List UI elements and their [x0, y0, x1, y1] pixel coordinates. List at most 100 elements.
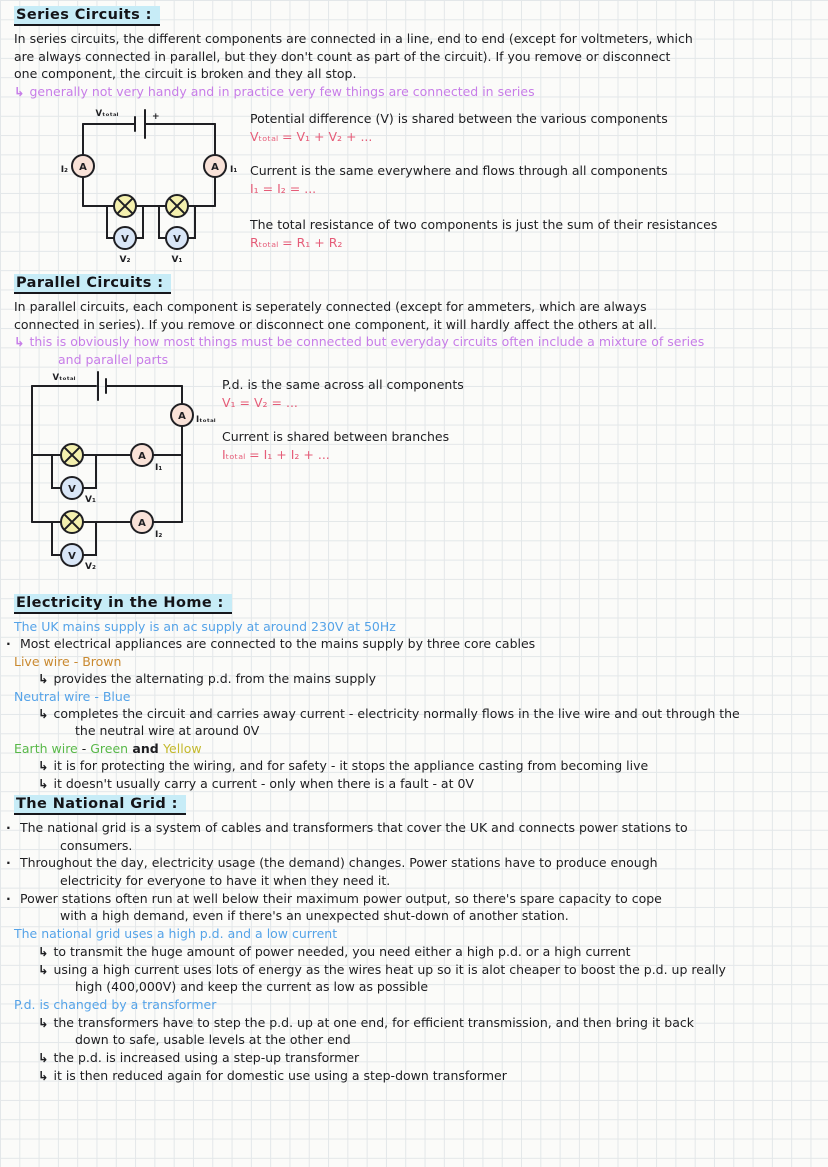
arrow-icon: ↳ — [38, 705, 49, 721]
grid-bullet-3-text: Power stations often run at well below t… — [20, 890, 662, 906]
voltmeter-symbol: V — [68, 484, 76, 495]
ammeter-total: A — [170, 403, 194, 427]
neutral-wire-label: Neutral wire - Blue — [14, 688, 131, 704]
fact-formula: Rₜₒₜₐₗ = R₁ + R₂ — [250, 235, 343, 250]
earth-wire-note-line-1: ↳it is for protecting the wiring, and fo… — [14, 757, 824, 774]
grid-blue-note-2: P.d. is changed by a transformer — [14, 996, 217, 1012]
arrow-icon: ↳ — [38, 758, 49, 774]
section-electricity-in-the-home: Electricity in the Home : The UK mains s… — [6, 592, 824, 792]
battery-label: Vₜₒₜₐₗ — [95, 109, 118, 119]
parallel-circuit-diagram: Vₜₒₜₐₗ A Iₜₒₜₐₗ A I₁ V V₁ A I₂ — [31, 371, 216, 572]
fact-formula: Iₜₒₜₐₗ = I₁ + I₂ + ... — [222, 447, 330, 462]
ammeter-right: A — [203, 154, 227, 178]
grid-blue-note-1: The national grid uses a high p.d. and a… — [14, 926, 338, 942]
lamp-icon — [60, 443, 84, 467]
fact-formula: V₁ = V₂ = ... — [222, 395, 298, 410]
bullet-icon: · — [6, 890, 11, 906]
ammeter-branch2: A — [130, 510, 154, 534]
series-heading-row: Series Circuits : — [14, 4, 824, 30]
ammeter-symbol: A — [211, 162, 219, 173]
grid-arrow-4-text: the p.d. is increased using a step-up tr… — [53, 1049, 360, 1065]
arrow-icon: ↳ — [14, 83, 25, 99]
fact-text: The total resistance of two components i… — [250, 217, 718, 232]
grid-bullet-2-text: Throughout the day, electricity usage (t… — [20, 855, 658, 871]
grid-arrow-3-line-1: ↳the transformers have to step the p.d. … — [14, 1014, 824, 1032]
earth-dash: - — [77, 740, 91, 756]
earth-wire-note-text-2: it doesn't usually carry a current - onl… — [53, 775, 474, 791]
fact-text: Current is the same everywhere and flows… — [250, 163, 668, 178]
voltmeter-symbol: V — [121, 234, 129, 245]
parallel-fact-current: Current is shared between branches Iₜₒₜₐ… — [222, 428, 449, 463]
grid-arrow-1-text: to transmit the huge amount of power nee… — [53, 943, 631, 959]
parallel-side-note-line-2: and parallel parts — [58, 351, 169, 367]
bullet-icon: · — [6, 855, 11, 871]
home-heading-row: Electricity in the Home : — [14, 592, 824, 618]
series-body-line-2: are always connected in parallel, but th… — [14, 48, 671, 64]
branch2-current-label: I₂ — [155, 530, 162, 540]
neutral-wire-note-line-2: the neutral wire at around 0V — [75, 723, 260, 739]
parallel-diagram-row: Vₜₒₜₐₗ A Iₜₒₜₐₗ A I₁ V V₁ A I₂ — [0, 370, 828, 584]
fact-formula: I₁ = I₂ = ... — [250, 181, 317, 196]
branch1-current-label: I₁ — [155, 463, 162, 473]
lamp-icon — [165, 194, 189, 218]
ammeter-symbol: A — [79, 162, 87, 173]
voltmeter-symbol: V — [68, 551, 76, 562]
arrow-icon: ↳ — [38, 961, 49, 977]
arrow-icon: ↳ — [38, 1067, 49, 1083]
section-parallel-circuits: Parallel Circuits : In parallel circuits… — [14, 272, 824, 368]
voltmeter-branch2: V — [60, 543, 84, 567]
series-fact-pd: Potential difference (V) is shared betwe… — [250, 110, 668, 145]
ammeter-symbol: A — [138, 518, 146, 529]
earth-color-green: Green — [90, 740, 129, 756]
fact-text: Potential difference (V) is shared betwe… — [250, 111, 668, 126]
grid-arrow-2-line-2: high (400,000V) and keep the current as … — [75, 979, 429, 995]
grid-arrow-5-text: it is then reduced again for domestic us… — [53, 1067, 507, 1083]
grid-arrow-2-text: using a high current uses lots of energy… — [53, 961, 726, 977]
earth-wire-note-text-1: it is for protecting the wiring, and for… — [53, 758, 649, 774]
voltmeter-symbol: V — [173, 234, 181, 245]
series-side-note: ↳generally not very handy and in practic… — [14, 83, 824, 101]
left-current-label: I₂ — [61, 165, 68, 175]
earth-wire-label-line: Earth wire - Green and Yellow — [14, 740, 824, 757]
ammeter-branch1: A — [130, 443, 154, 467]
grid-arrow-3-text: the transformers have to step the p.d. u… — [53, 1014, 695, 1030]
series-side-note-text: generally not very handy and in practice… — [29, 83, 535, 99]
fact-text: Current is shared between branches — [222, 429, 450, 444]
fact-formula: Vₜₒₜₐₗ = V₁ + V₂ + ... — [250, 129, 373, 144]
battery-plus-sign: + — [152, 112, 160, 122]
series-heading: Series Circuits : — [14, 6, 160, 26]
grid-arrow-4: ↳the p.d. is increased using a step-up t… — [14, 1049, 824, 1067]
live-wire-label: Live wire - Brown — [14, 653, 122, 669]
bullet-icon: · — [6, 820, 11, 835]
grid-heading: The National Grid : — [14, 795, 186, 815]
grid-bullet-3-line-1: · Power stations often run at well below … — [6, 890, 824, 908]
grid-arrow-3-line-2: down to safe, usable levels at the other… — [75, 1032, 351, 1048]
total-current-label: Iₜₒₜₐₗ — [196, 415, 216, 425]
lamp-icon — [60, 510, 84, 534]
parallel-heading: Parallel Circuits : — [14, 274, 172, 294]
parallel-side-note-line-1: ↳this is obviously how most things must … — [14, 333, 824, 351]
live-wire-note: ↳provides the alternating p.d. from the … — [14, 670, 824, 687]
grid-arrow-1: ↳to transmit the huge amount of power ne… — [14, 943, 824, 961]
grid-bullet-1-text: The national grid is a system of cables … — [20, 820, 688, 835]
parallel-body-line-1: In parallel circuits, each component is … — [14, 299, 647, 314]
live-wire-note-text: provides the alternating p.d. from the m… — [53, 671, 377, 687]
bullet-icon: · — [6, 636, 11, 652]
grid-heading-row: The National Grid : — [14, 793, 824, 819]
lamp-icon — [113, 194, 137, 218]
series-body-line-1: In series circuits, the different compon… — [14, 31, 693, 46]
arrow-icon: ↳ — [38, 1014, 49, 1030]
parallel-heading-row: Parallel Circuits : — [14, 272, 824, 298]
home-bullet-text: Most electrical appliances are connected… — [20, 636, 536, 652]
voltmeter-left: V — [113, 226, 137, 250]
earth-and: and — [128, 740, 164, 756]
grid-bullet-1-line-2: consumers. — [60, 837, 133, 853]
fact-text: P.d. is the same across all components — [222, 377, 464, 392]
left-voltmeter-label: V₂ — [120, 255, 131, 265]
arrow-icon: ↳ — [38, 1049, 49, 1065]
voltmeter-right: V — [165, 226, 189, 250]
earth-wire-label: Earth wire — [14, 740, 78, 756]
home-intro-line: The UK mains supply is an ac supply at a… — [14, 619, 396, 634]
neutral-wire-note-text: completes the circuit and carries away c… — [53, 705, 740, 721]
